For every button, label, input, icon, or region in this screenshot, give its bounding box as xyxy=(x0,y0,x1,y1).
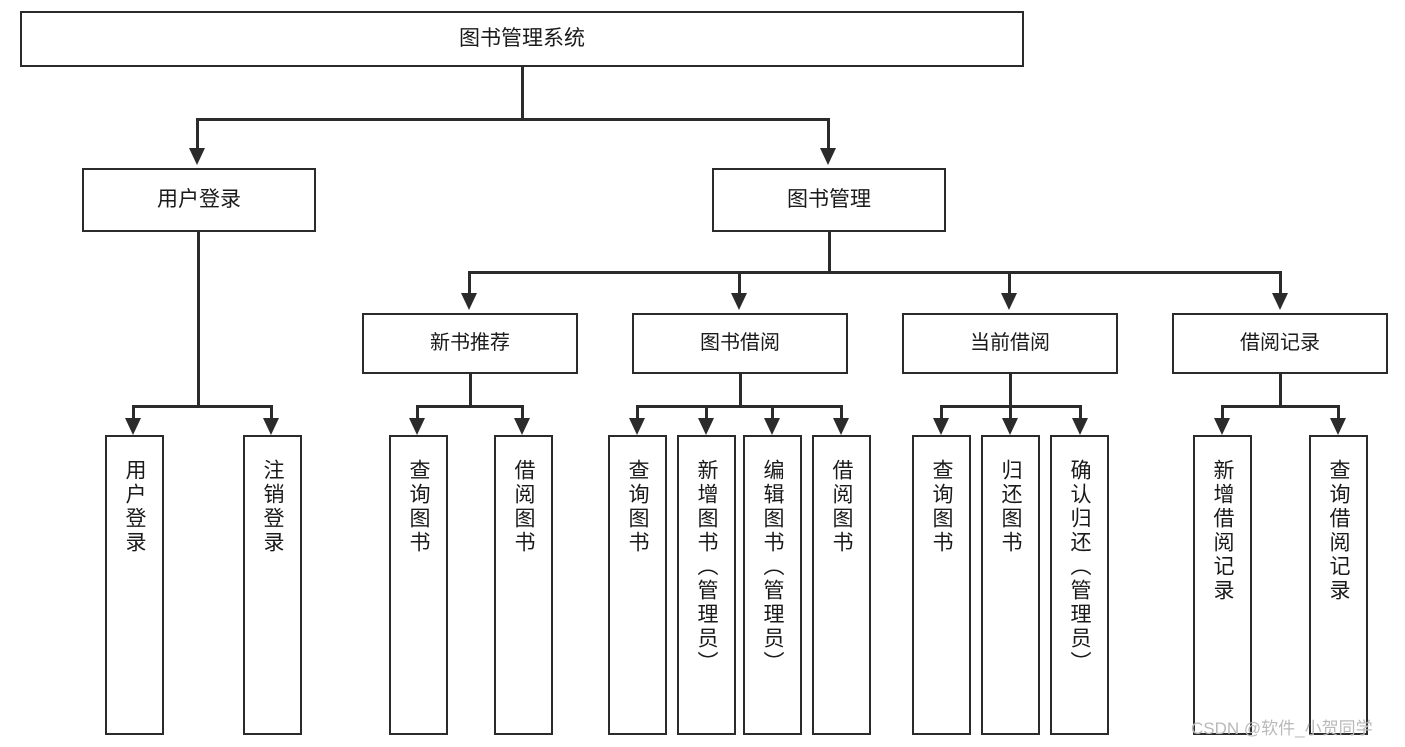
leaf-edit-book[interactable]: 编辑图书（管理员） xyxy=(743,435,802,735)
edge-book-borrow-drop xyxy=(739,374,742,407)
node-label: 用户登录 xyxy=(157,187,241,211)
edge-new-book-drop xyxy=(469,374,472,407)
edge-root-bus xyxy=(196,118,829,121)
arrow-leaf-user-login xyxy=(125,418,141,435)
edge-new-book-right xyxy=(521,405,524,420)
node-new-book-recommend[interactable]: 新书推荐 xyxy=(362,313,578,374)
leaf-user-login[interactable]: 用户登录 xyxy=(105,435,164,735)
node-label: 新增借阅记录 xyxy=(1211,459,1234,603)
leaf-add-record[interactable]: 新增借阅记录 xyxy=(1193,435,1252,735)
leaf-add-book[interactable]: 新增图书（管理员） xyxy=(677,435,736,735)
arrow-leaf-query-book-2 xyxy=(629,418,645,435)
edge-root-to-book-manage xyxy=(827,118,830,150)
arrow-to-borrow-record xyxy=(1272,293,1288,310)
edge-bb-leaf4 xyxy=(840,405,843,420)
arrow-leaf-edit-book xyxy=(764,418,780,435)
node-current-borrow[interactable]: 当前借阅 xyxy=(902,313,1118,374)
node-label: 查询图书 xyxy=(407,459,430,555)
arrow-leaf-borrow-book-2 xyxy=(833,418,849,435)
leaf-return-book[interactable]: 归还图书 xyxy=(981,435,1040,735)
arrow-leaf-borrow-book-1 xyxy=(514,418,530,435)
node-root-system[interactable]: 图书管理系统 xyxy=(20,11,1024,67)
edge-current-borrow-drop xyxy=(1009,374,1012,407)
edge-bb-leaf3 xyxy=(771,405,774,420)
edge-user-login-bus xyxy=(132,405,273,408)
node-label: 编辑图书（管理员） xyxy=(761,459,784,675)
edge-cb-leaf2 xyxy=(1009,405,1012,420)
node-label: 图书借阅 xyxy=(700,331,780,354)
leaf-query-book-2[interactable]: 查询图书 xyxy=(608,435,667,735)
node-label: 确认归还（管理员） xyxy=(1068,459,1091,675)
arrow-leaf-query-book-1 xyxy=(409,418,425,435)
edge-user-login-left xyxy=(132,405,135,420)
edge-borrow-record-drop xyxy=(1279,374,1282,407)
arrow-to-new-book-recommend xyxy=(461,293,477,310)
arrow-to-book-manage xyxy=(820,148,836,165)
node-label: 借阅图书 xyxy=(830,459,853,555)
node-label: 新增图书（管理员） xyxy=(695,459,718,675)
edge-bm-to-new-book xyxy=(468,271,471,295)
node-label: 用户登录 xyxy=(123,459,146,555)
edge-user-login-drop xyxy=(197,232,200,407)
arrow-to-book-borrow xyxy=(731,293,747,310)
node-label: 查询图书 xyxy=(626,459,649,555)
node-label: 当前借阅 xyxy=(970,331,1050,354)
edge-new-book-left xyxy=(416,405,419,420)
edge-br-leaf2 xyxy=(1337,405,1340,420)
edge-br-leaf1 xyxy=(1221,405,1224,420)
node-label: 借阅图书 xyxy=(512,459,535,555)
leaf-logout-login[interactable]: 注销登录 xyxy=(243,435,302,735)
node-user-login[interactable]: 用户登录 xyxy=(82,168,316,232)
edge-bb-leaf1 xyxy=(636,405,639,420)
leaf-borrow-book-2[interactable]: 借阅图书 xyxy=(812,435,871,735)
arrow-leaf-confirm-return xyxy=(1072,418,1088,435)
node-label: 图书管理 xyxy=(787,187,871,211)
arrow-leaf-logout-login xyxy=(263,418,279,435)
edge-book-manage-drop xyxy=(828,232,831,273)
node-label: 图书管理系统 xyxy=(459,26,585,50)
arrow-leaf-query-book-3 xyxy=(933,418,949,435)
leaf-confirm-return[interactable]: 确认归还（管理员） xyxy=(1050,435,1109,735)
edge-bm-to-book-borrow xyxy=(738,271,741,295)
arrow-to-current-borrow xyxy=(1001,293,1017,310)
arrow-leaf-add-record xyxy=(1214,418,1230,435)
node-book-borrow[interactable]: 图书借阅 xyxy=(632,313,848,374)
edge-book-borrow-bus xyxy=(636,405,843,408)
edge-root-to-user-login xyxy=(196,118,199,150)
node-borrow-record[interactable]: 借阅记录 xyxy=(1172,313,1388,374)
leaf-query-record[interactable]: 查询借阅记录 xyxy=(1309,435,1368,735)
node-label: 新书推荐 xyxy=(430,331,510,354)
csdn-watermark: CSDN @软件_小贺同学 xyxy=(1191,719,1373,738)
node-book-manage[interactable]: 图书管理 xyxy=(712,168,946,232)
leaf-borrow-book-1[interactable]: 借阅图书 xyxy=(494,435,553,735)
edge-user-login-right xyxy=(270,405,273,420)
edge-bb-leaf2 xyxy=(705,405,708,420)
arrow-to-user-login xyxy=(189,148,205,165)
edge-new-book-bus xyxy=(416,405,524,408)
node-label: 查询借阅记录 xyxy=(1327,459,1350,603)
edge-bm-to-current-borrow xyxy=(1008,271,1011,295)
edge-cb-leaf3 xyxy=(1079,405,1082,420)
node-label: 归还图书 xyxy=(999,459,1022,555)
edge-root-drop xyxy=(521,67,524,120)
arrow-leaf-add-book xyxy=(698,418,714,435)
edge-bm-to-borrow-record xyxy=(1279,271,1282,295)
edge-book-manage-bus xyxy=(468,271,1282,274)
edge-borrow-record-bus xyxy=(1221,405,1340,408)
leaf-query-book-1[interactable]: 查询图书 xyxy=(389,435,448,735)
node-label: 查询图书 xyxy=(930,459,953,555)
arrow-leaf-query-record xyxy=(1330,418,1346,435)
node-label: 借阅记录 xyxy=(1240,331,1320,354)
node-label: 注销登录 xyxy=(261,459,284,555)
edge-cb-leaf1 xyxy=(940,405,943,420)
leaf-query-book-3[interactable]: 查询图书 xyxy=(912,435,971,735)
arrow-leaf-return-book xyxy=(1002,418,1018,435)
